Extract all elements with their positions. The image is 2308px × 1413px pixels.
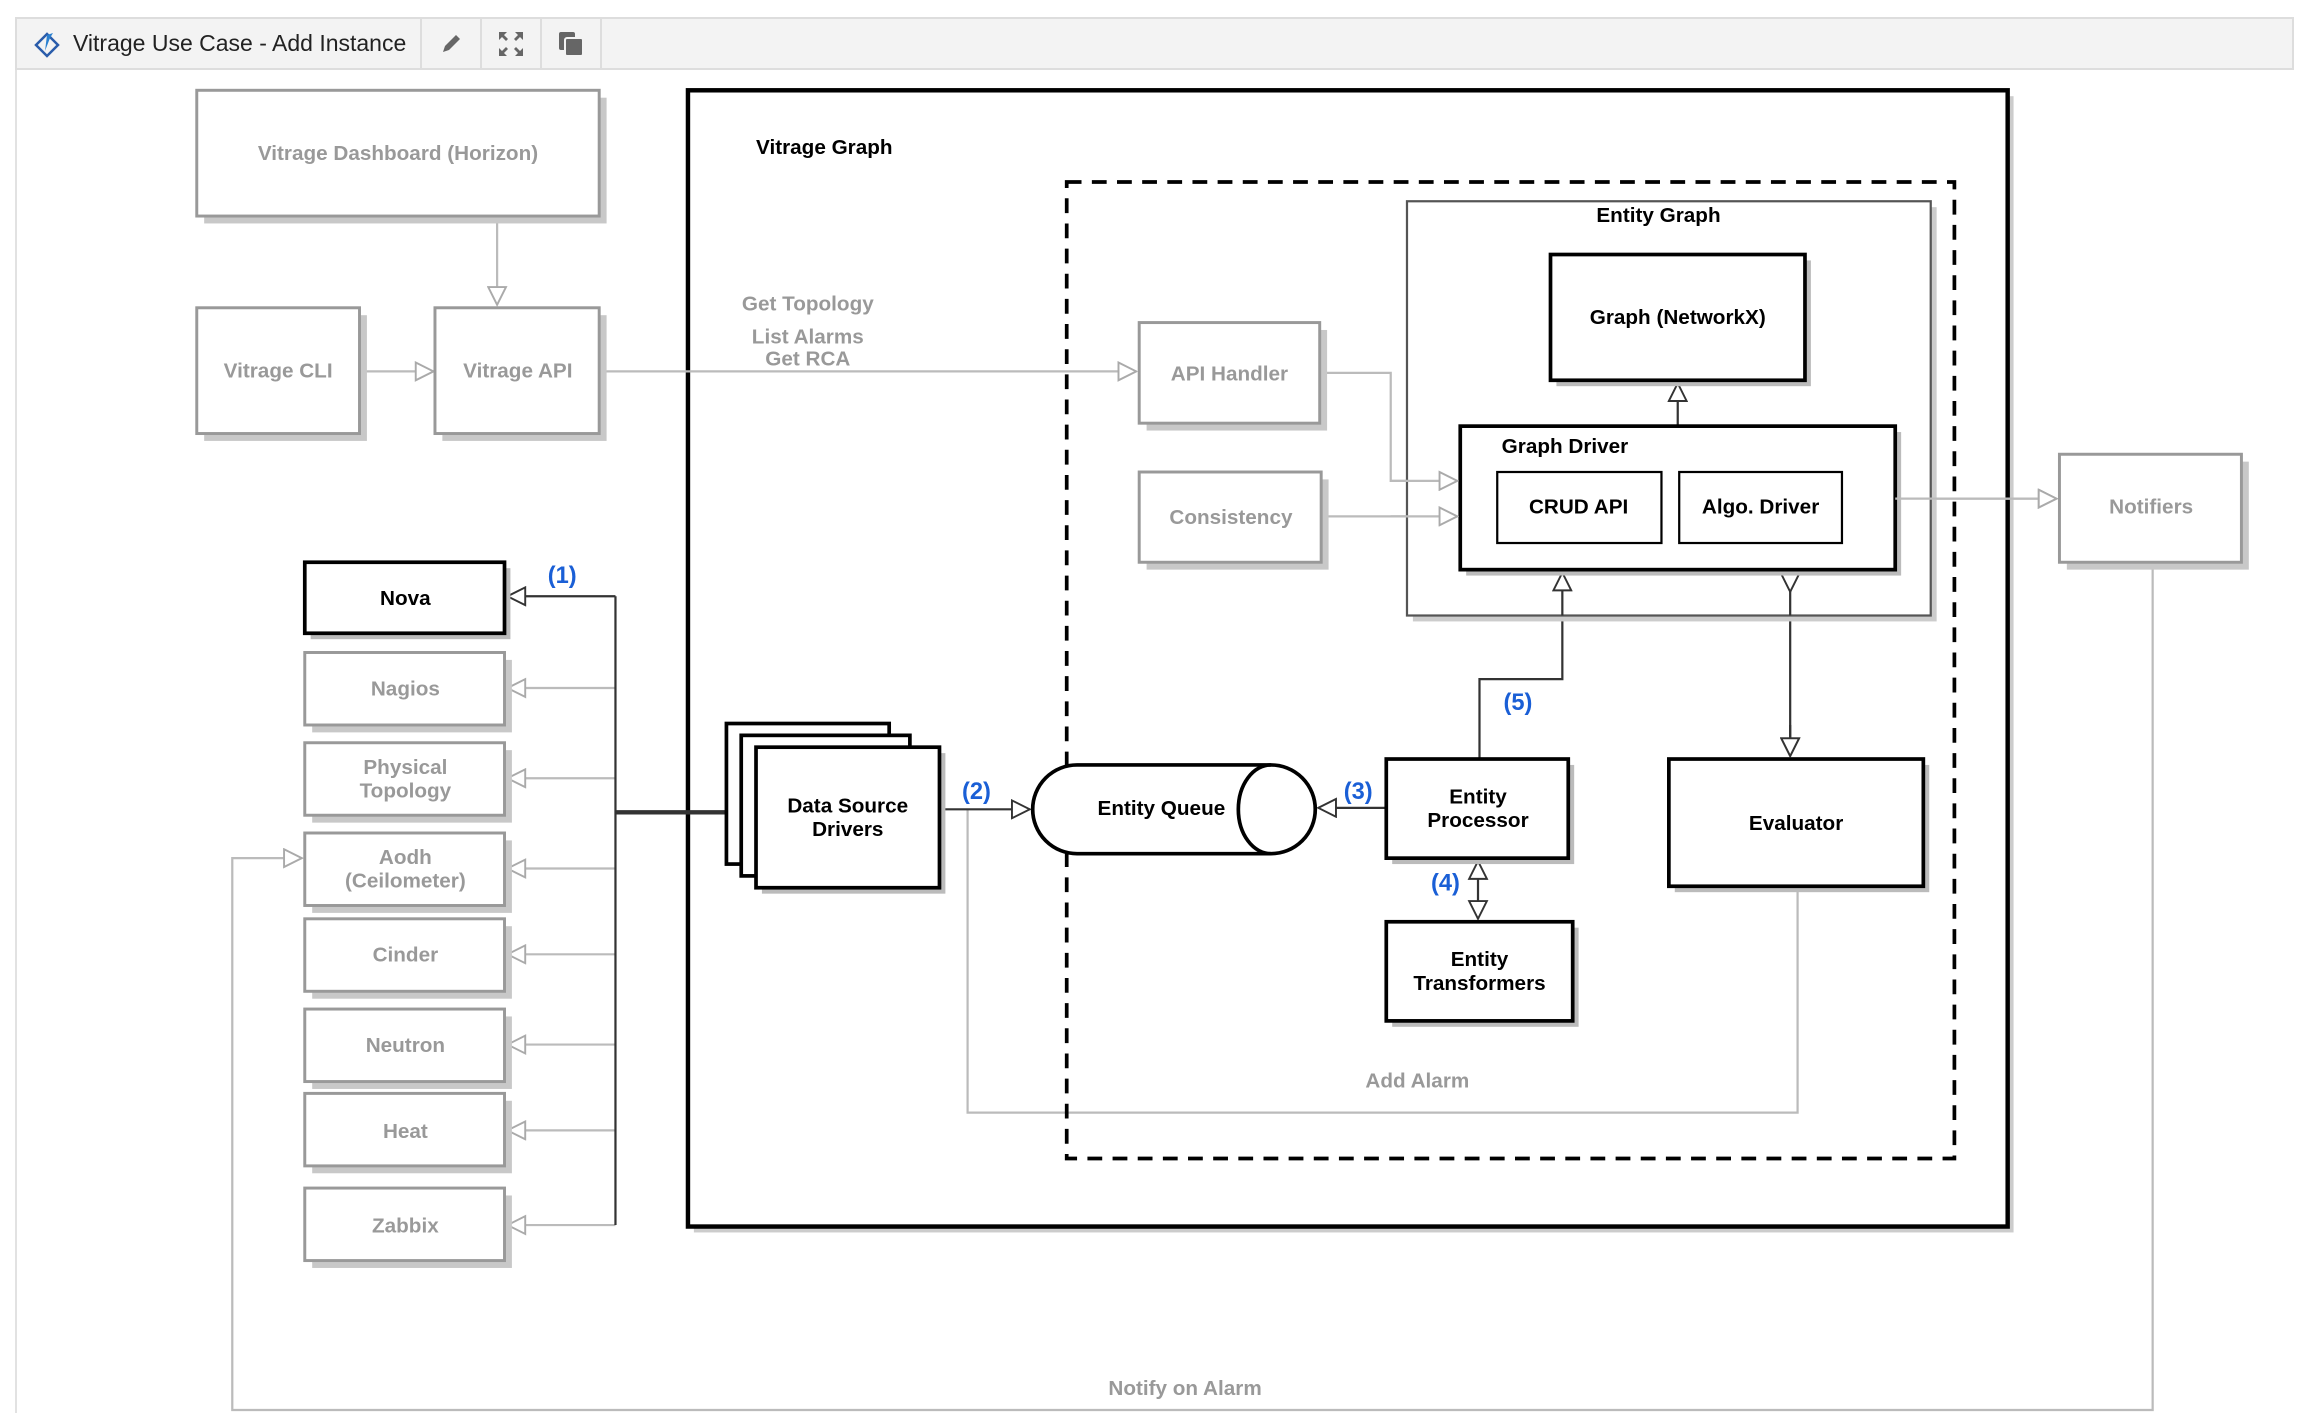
datasource-zabbix-box: Zabbix (303, 1186, 512, 1268)
physical-topology-label: Physical (363, 756, 447, 779)
vitrage-dashboard-box: Vitrage Dashboard (Horizon) (195, 88, 607, 224)
get-rca-label: Get RCA (765, 347, 850, 370)
api-handler-label: API Handler (1171, 362, 1288, 385)
get-topology-label: Get Topology (742, 293, 874, 316)
evaluator-box: Evaluator (1667, 757, 1930, 893)
vitrage-cli-box: Vitrage CLI (195, 306, 367, 441)
graph-driver-label: Graph Driver (1502, 435, 1629, 458)
expand-icon (499, 31, 524, 56)
step-3-label: (3) (1344, 779, 1373, 805)
zabbix-label: Zabbix (372, 1214, 439, 1237)
pencil-icon (443, 34, 461, 52)
copy-button[interactable] (540, 19, 603, 68)
step-5-label: (5) (1503, 690, 1532, 716)
graph-networkx-box: Graph (NetworkX) (1548, 252, 1811, 387)
algo-driver-label: Algo. Driver (1702, 495, 1819, 518)
diagram-canvas (15, 70, 2296, 1413)
algo-driver-box (1678, 470, 1844, 545)
data-source-drivers-label: Data Source (787, 794, 908, 817)
vitrage-api-box: Vitrage API (433, 306, 607, 441)
list-alarms-label: List Alarms (752, 325, 864, 348)
entity-graph-label: Entity Graph (1596, 204, 1720, 227)
vitrage-logo-icon (34, 31, 60, 58)
notifiers-box: Notifiers (2057, 452, 2249, 570)
consistency-box: Consistency (1137, 470, 1329, 570)
heat-label: Heat (383, 1120, 428, 1143)
data-source-drivers-box: Data Source Drivers (724, 721, 946, 894)
entity-processor-label: Entity (1449, 785, 1507, 808)
vitrage-cli-label: Vitrage CLI (224, 359, 333, 382)
crud-api-box (1496, 470, 1663, 545)
vitrage-api-label: Vitrage API (463, 359, 572, 382)
datasource-aodh-box: Aodh(Ceilometer) (303, 831, 512, 913)
neutron-label: Neutron (366, 1034, 445, 1057)
graph-driver-box: Graph Driver CRUD API Algo. Driver (1458, 424, 1902, 576)
step-4-label: (4) (1431, 871, 1460, 897)
step-2-label: (2) (962, 779, 991, 805)
add-alarm-label: Add Alarm (1365, 1069, 1469, 1092)
vitrage-graph-label: Vitrage Graph (756, 136, 893, 159)
diagram-title-bar: Vitrage Use Case - Add Instance (15, 17, 2294, 70)
entity-queue: Entity Queue (1030, 763, 1318, 856)
aodh-ceilometer-label: (Ceilometer) (345, 870, 466, 893)
step-1-label: (1) (548, 563, 577, 589)
entity-transformers-label-2: Transformers (1413, 972, 1545, 995)
diagram-title: Vitrage Use Case - Add Instance (73, 30, 407, 56)
crud-api-label: CRUD API (1529, 495, 1628, 518)
consistency-label: Consistency (1169, 506, 1293, 529)
datasource-cinder-box: Cinder (303, 917, 512, 999)
notifiers-label: Notifiers (2109, 495, 2193, 518)
datasource-heat-box: Heat (303, 1091, 512, 1174)
notify-on-alarm-label: Notify on Alarm (1108, 1377, 1261, 1400)
fullscreen-button[interactable] (480, 19, 540, 68)
datasource-nova-box: Nova (302, 560, 511, 640)
entity-transformers-label: Entity (1451, 948, 1509, 971)
datasource-nagios-box: Nagios (303, 651, 512, 733)
copy-icon (559, 31, 585, 57)
evaluator-label: Evaluator (1749, 812, 1843, 835)
vitrage-dashboard-label: Vitrage Dashboard (Horizon) (258, 142, 538, 165)
edit-button[interactable] (420, 19, 480, 68)
connectors (231, 216, 2154, 1412)
entity-queue-label: Entity Queue (1098, 797, 1226, 820)
api-handler-box: API Handler (1137, 321, 1328, 431)
datasource-neutron-box: Neutron (303, 1007, 512, 1089)
entity-processor-label-2: Processor (1427, 809, 1528, 832)
nova-label: Nova (380, 587, 431, 610)
graph-networkx-label: Graph (NetworkX) (1590, 306, 1766, 329)
cinder-label: Cinder (373, 944, 439, 967)
nagios-label: Nagios (371, 677, 440, 700)
data-source-drivers-label-2: Drivers (812, 818, 883, 841)
physical-topology-label-2: Topology (360, 779, 452, 802)
aodh-label: Aodh (379, 846, 432, 869)
